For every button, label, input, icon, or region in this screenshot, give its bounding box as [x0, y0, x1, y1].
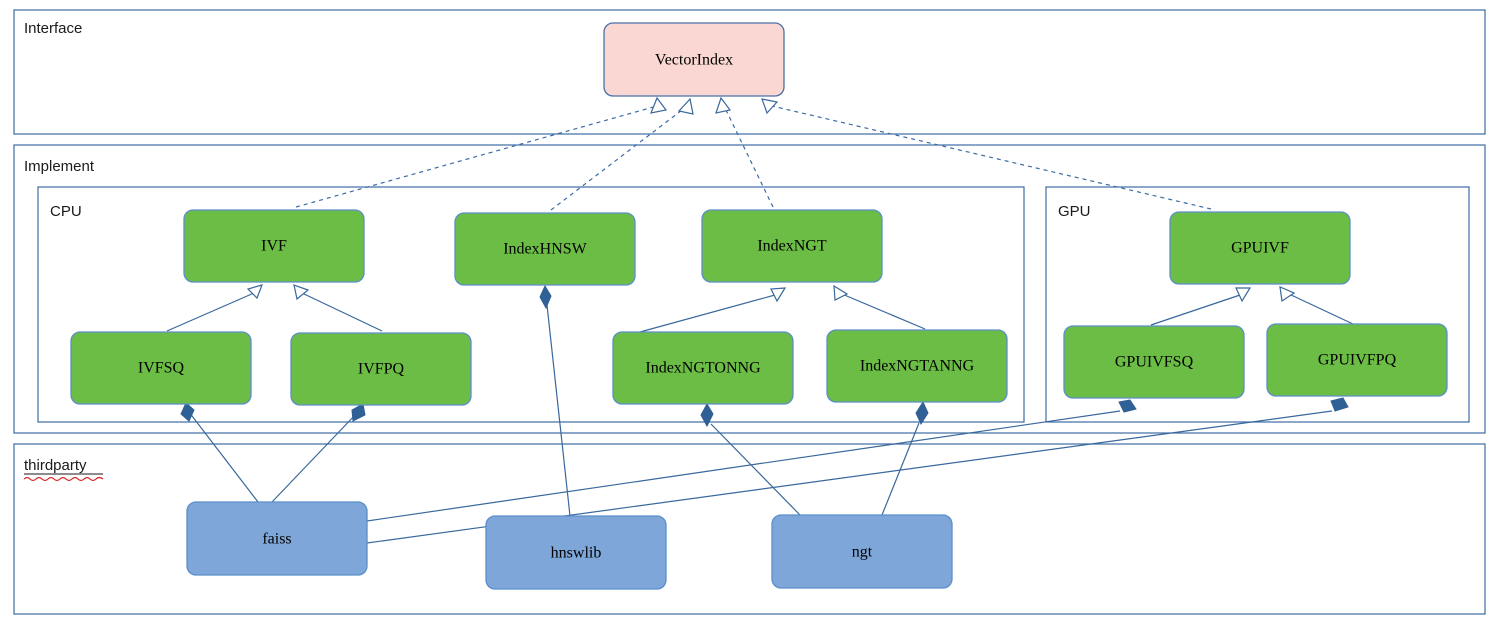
edge-faiss-to-ivfpq [271, 403, 366, 503]
node-faiss[interactable]: faiss [186, 501, 368, 576]
node-label-ngt: ngt [852, 544, 873, 561]
container-label-gpu: GPU [1058, 203, 1091, 220]
edge-indexngt-to-vectorindex [715, 96, 774, 208]
edge-gpuivfsq-to-gpuivf [1150, 287, 1252, 326]
node-label-indexngtonng: IndexNGTONNG [645, 360, 761, 377]
node-ivfsq[interactable]: IVFSQ [70, 331, 252, 405]
node-label-ivfsq: IVFSQ [138, 360, 185, 377]
node-label-indexngt: IndexNGT [757, 238, 827, 255]
node-ngt[interactable]: ngt [771, 514, 953, 589]
container-label-interface: Interface [24, 20, 82, 37]
edge-indexngtanng-to-indexngt [833, 284, 926, 330]
node-vectorindex[interactable]: VectorIndex [603, 22, 785, 97]
node-label-hnswlib: hnswlib [551, 545, 602, 562]
node-indexngt[interactable]: IndexNGT [701, 209, 883, 283]
node-label-ivf: IVF [261, 238, 287, 255]
edge-gpuivf-to-vectorindex [761, 98, 1212, 210]
node-label-gpuivfpq: GPUIVFPQ [1318, 352, 1397, 369]
node-label-gpuivf: GPUIVF [1231, 240, 1289, 257]
container-label-implement: Implement [24, 158, 95, 175]
edge-faiss-to-ivfsq [180, 402, 259, 503]
node-label-indexhnsw: IndexHNSW [503, 241, 587, 258]
node-gpuivfpq[interactable]: GPUIVFPQ [1266, 323, 1448, 397]
edge-ngt-to-indexngtanng [881, 400, 929, 516]
edge-indexhnsw-to-vectorindex [550, 97, 694, 211]
edge-gpuivfpq-to-gpuivf [1279, 286, 1354, 325]
node-label-faiss: faiss [262, 531, 291, 548]
node-ivf[interactable]: IVF [183, 209, 365, 283]
edge-ivf-to-vectorindex [295, 96, 668, 208]
edge-ngt-to-indexngtonng [700, 402, 801, 516]
node-gpuivfsq[interactable]: GPUIVFSQ [1063, 325, 1245, 399]
edge-indexngtonng-to-indexngt [639, 287, 787, 333]
node-indexngtonng[interactable]: IndexNGTONNG [612, 331, 794, 405]
edge-faiss-to-gpuivfsq [366, 399, 1137, 522]
node-ivfpq[interactable]: IVFPQ [290, 332, 472, 406]
container-label-cpu: CPU [50, 203, 82, 220]
edge-hnswlib-to-indexhnsw [539, 284, 571, 517]
node-label-ivfpq: IVFPQ [358, 361, 405, 378]
node-label-gpuivfsq: GPUIVFSQ [1115, 354, 1194, 371]
node-label-vectorindex: VectorIndex [655, 52, 733, 69]
node-label-indexngtanng: IndexNGTANNG [860, 358, 975, 375]
edge-ivfpq-to-ivf [293, 284, 383, 332]
node-indexhnsw[interactable]: IndexHNSW [454, 212, 636, 286]
node-indexngtanng[interactable]: IndexNGTANNG [826, 329, 1008, 403]
node-gpuivf[interactable]: GPUIVF [1169, 211, 1351, 285]
container-label-thirdparty: thirdparty [24, 457, 87, 474]
edge-ivfsq-to-ivf [166, 284, 263, 332]
spellcheck-squiggle-icon [23, 476, 104, 482]
node-hnswlib[interactable]: hnswlib [485, 515, 667, 590]
